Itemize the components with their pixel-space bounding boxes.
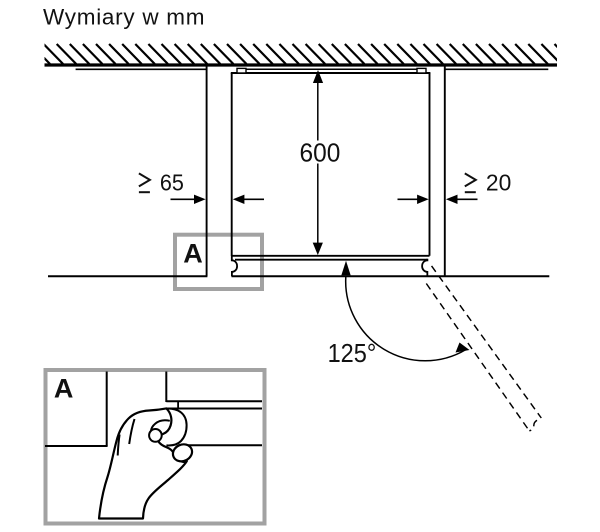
svg-text:600: 600 — [300, 138, 341, 168]
svg-text:65: 65 — [160, 169, 184, 195]
svg-text:20: 20 — [486, 170, 511, 196]
svg-text:A: A — [183, 239, 203, 269]
svg-text:125°: 125° — [328, 340, 377, 368]
svg-text:A: A — [54, 374, 74, 404]
